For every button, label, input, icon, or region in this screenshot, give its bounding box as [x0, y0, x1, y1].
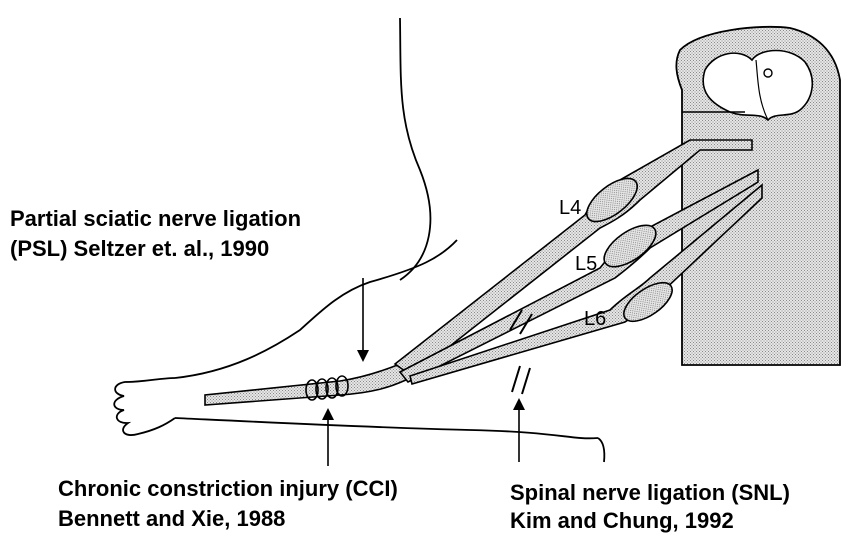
cci-label-line2: Bennett and Xie, 1988	[58, 504, 285, 534]
psl-label-line1: Partial sciatic nerve ligation	[10, 204, 301, 234]
foot-outline	[114, 378, 175, 435]
snl-arrow	[513, 398, 525, 462]
l6-label: L6	[584, 308, 606, 330]
central-canal	[764, 69, 772, 77]
snl-label-line1: Spinal nerve ligation (SNL)	[510, 478, 790, 508]
l5-label: L5	[575, 253, 597, 275]
body-outline	[400, 18, 430, 280]
lower-skin-fold	[598, 438, 604, 462]
psl-arrow	[357, 278, 369, 362]
psl-label-line2: (PSL) Seltzer et. al., 1990	[10, 234, 269, 264]
l4-label: L4	[559, 197, 581, 219]
snl-label-line2: Kim and Chung, 1992	[510, 506, 734, 536]
cci-label-line1: Chronic constriction injury (CCI)	[58, 474, 398, 504]
leg-lower-outline	[175, 418, 598, 438]
snl-ligation-l6	[512, 366, 530, 394]
cci-arrow	[322, 408, 334, 466]
